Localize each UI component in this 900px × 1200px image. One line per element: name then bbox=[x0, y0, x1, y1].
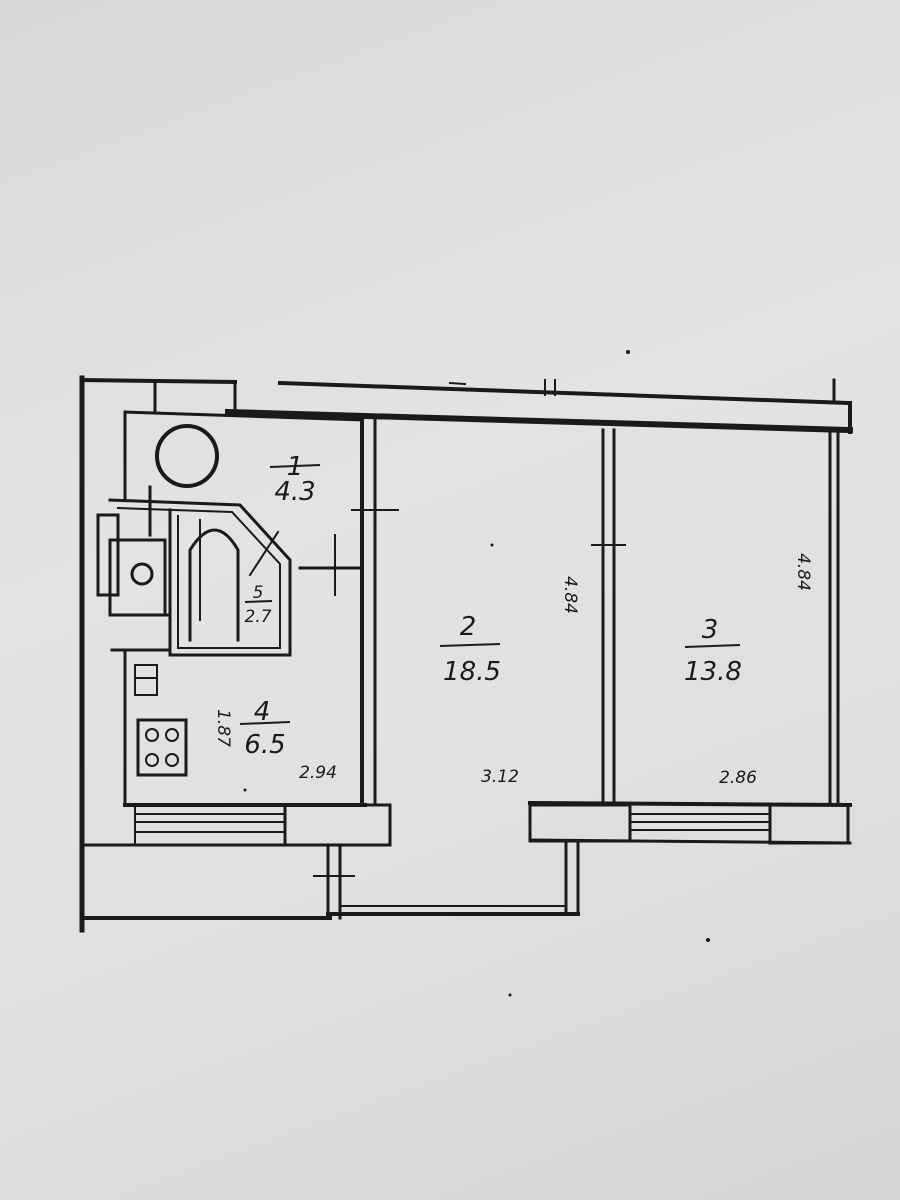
room-number-4: 4 bbox=[254, 697, 271, 727]
room-area-4: 6.5 bbox=[244, 730, 285, 760]
room-label-1: 1 4.3 bbox=[269, 452, 321, 507]
room-number-3: 3 bbox=[702, 615, 719, 645]
room-label-4: 4 6.5 bbox=[239, 697, 291, 760]
dimension-kitchen-height: 1.87 bbox=[213, 709, 233, 747]
dimension-room3-width: 2.86 bbox=[719, 768, 757, 788]
dimension-room3-height: 4.84 bbox=[793, 553, 813, 591]
plan-walls bbox=[79, 375, 854, 933]
paper-specks bbox=[243, 350, 710, 997]
dimension-room2-height: 4.84 bbox=[560, 576, 580, 614]
dimension-room2-width: 3.12 bbox=[481, 767, 519, 787]
room-label-5: 5 2.7 bbox=[244, 583, 273, 627]
room-area-1: 4.3 bbox=[274, 477, 315, 507]
room-number-2: 2 bbox=[460, 612, 477, 642]
room-area-5: 2.7 bbox=[244, 607, 271, 627]
room-area-3: 13.8 bbox=[684, 657, 742, 687]
room-number-5: 5 bbox=[253, 583, 264, 603]
dimension-kitchen-width: 2.94 bbox=[299, 763, 337, 783]
room-label-3: 3 13.8 bbox=[684, 615, 742, 687]
room-area-2: 18.5 bbox=[443, 657, 501, 687]
room-label-2: 2 18.5 bbox=[439, 612, 501, 687]
